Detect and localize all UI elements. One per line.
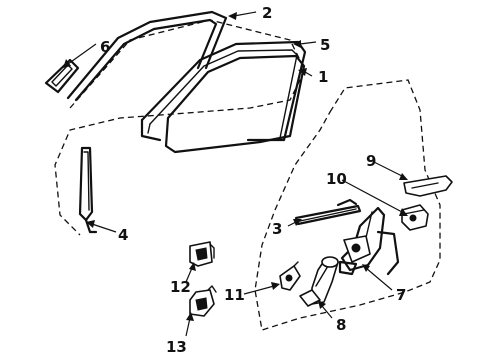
part-9-inside-handle xyxy=(403,175,453,197)
part-10-bracket xyxy=(401,204,429,231)
part-4-lower-channel xyxy=(78,146,98,234)
callout-7: 7 xyxy=(396,286,406,304)
callout-3: 3 xyxy=(272,220,282,238)
callout-10: 10 xyxy=(326,170,347,188)
callout-8: 8 xyxy=(336,316,346,334)
callout-6: 6 xyxy=(100,38,110,56)
callout-9: 9 xyxy=(366,152,376,170)
part-12-lock-block xyxy=(189,241,215,267)
part-1-door-glass xyxy=(164,54,306,154)
part-13-latch-bracket xyxy=(189,285,217,317)
part-8-regulator-motor xyxy=(299,256,339,307)
part-11-actuator xyxy=(279,261,301,291)
part-7-window-regulator xyxy=(338,206,400,276)
callout-12: 12 xyxy=(170,278,191,296)
callout-1: 1 xyxy=(318,68,328,86)
callout-5: 5 xyxy=(320,36,330,54)
part-2-run-channel xyxy=(66,10,228,102)
rear-door-outline xyxy=(254,79,441,331)
part-3-guide-rail xyxy=(294,198,362,226)
callout-13: 13 xyxy=(166,338,187,356)
callout-4: 4 xyxy=(118,226,128,244)
part-6-vent-window xyxy=(44,58,80,94)
callout-leader-lines xyxy=(63,11,408,337)
callout-2: 2 xyxy=(262,4,272,22)
callout-11: 11 xyxy=(224,286,245,304)
